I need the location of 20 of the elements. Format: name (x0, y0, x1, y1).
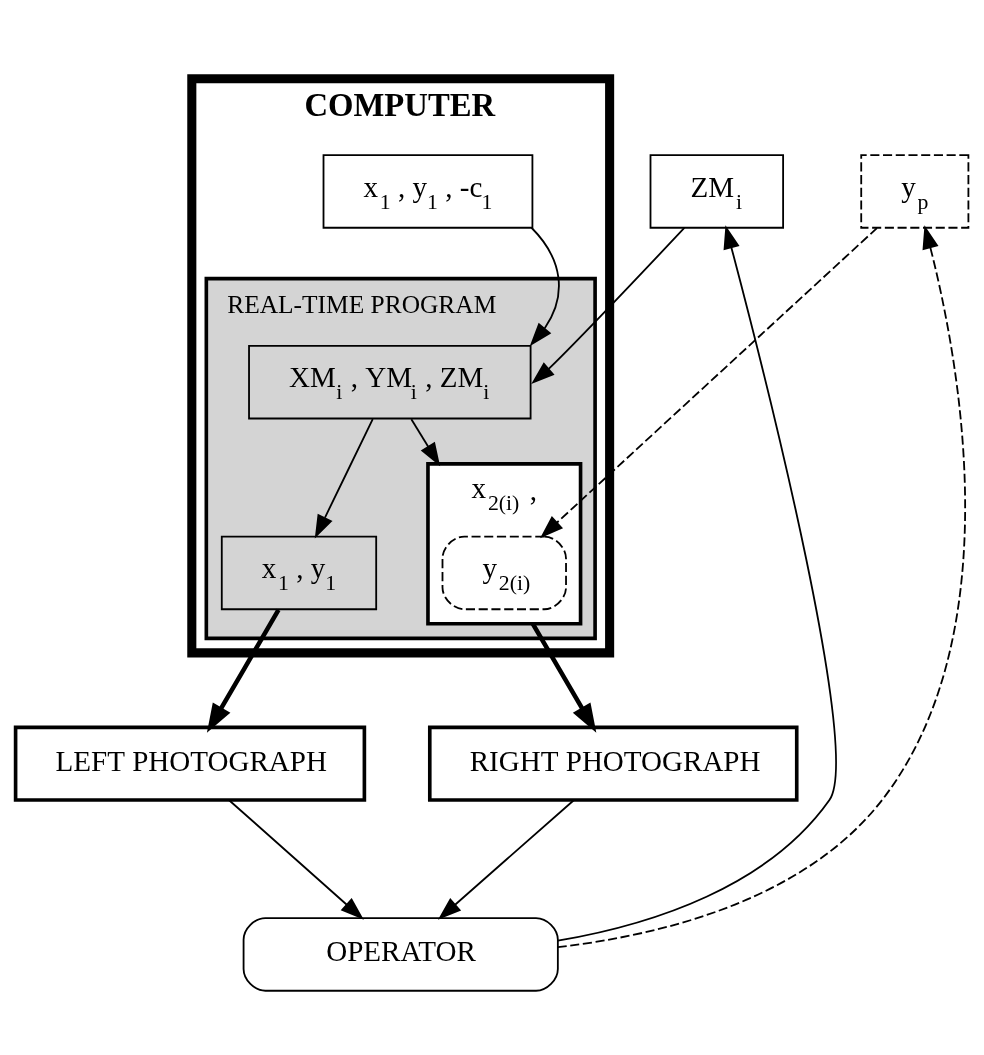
node-box: RIGHT PHOTOGRAPH (427, 725, 799, 802)
arrow (530, 622, 597, 733)
arrow (540, 227, 878, 539)
arrow (437, 799, 575, 920)
arrow (314, 418, 374, 539)
arrow (557, 225, 967, 949)
node-box: x$_{1}$ , y$_{1}$ (220, 535, 378, 611)
node-box: y$_{2(i)}$ (441, 535, 567, 611)
node-box: XM$_{i}$ , YM$_{i}$ , ZM$_{i}$ (248, 344, 532, 420)
arrow (228, 799, 364, 920)
arrow (529, 226, 560, 347)
arrow (410, 418, 441, 467)
node-box: x$_{1}$ , y$_{1}$ , -c$_{1}$ (322, 154, 534, 229)
node-box: LEFT PHOTOGRAPH (13, 725, 367, 802)
node-box: y$_{p}$ (860, 154, 970, 229)
arrow (557, 225, 837, 942)
node-box: ZM$_{i}$ (649, 154, 784, 229)
node-box: OPERATOR (242, 917, 559, 992)
arrow (206, 608, 281, 733)
arrow (531, 227, 686, 384)
